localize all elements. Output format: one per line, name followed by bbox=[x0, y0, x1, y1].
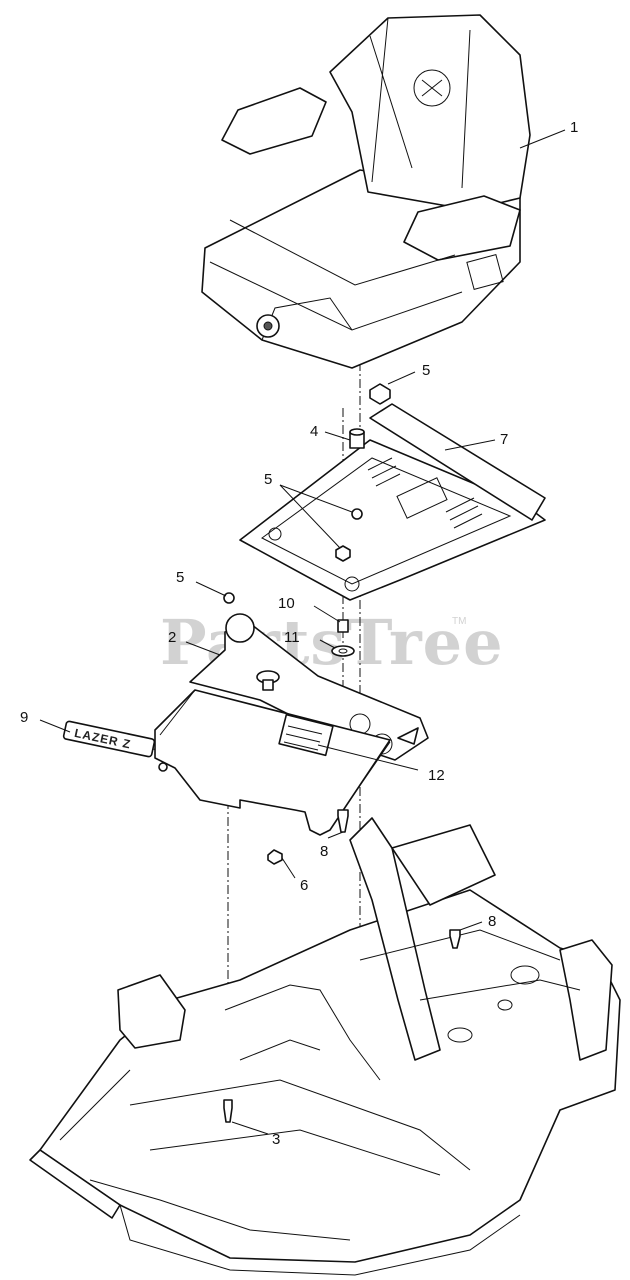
frame-front-bar bbox=[29, 1149, 121, 1219]
seat-back bbox=[329, 14, 531, 211]
callout-9: 9 bbox=[20, 709, 28, 726]
seat-plate bbox=[239, 403, 546, 601]
decal-part: LAZER Z bbox=[62, 720, 156, 758]
bolt-front bbox=[267, 849, 283, 865]
bolt-bottom bbox=[223, 1099, 233, 1123]
callout-2: 2 bbox=[168, 629, 176, 646]
callout-5-top: 5 bbox=[422, 362, 430, 379]
frame-top-tray bbox=[391, 824, 496, 906]
screw-shroud bbox=[337, 809, 349, 833]
frame-left-block bbox=[117, 974, 186, 1049]
frame-main bbox=[39, 889, 621, 1263]
nut-left bbox=[223, 592, 235, 604]
frame-upright bbox=[349, 817, 441, 1061]
frame-right-bracket bbox=[559, 939, 613, 1061]
seat-plate-vents bbox=[367, 457, 483, 529]
frame bbox=[29, 817, 621, 1276]
callout-5-left: 5 bbox=[176, 569, 184, 586]
callout-7: 7 bbox=[500, 431, 508, 448]
callout-12: 12 bbox=[428, 767, 445, 784]
seat-plate-rail bbox=[369, 403, 546, 521]
callout-8-shroud: 8 bbox=[320, 843, 328, 860]
nut-mid bbox=[335, 545, 351, 562]
callout-11: 11 bbox=[284, 629, 300, 646]
leaders bbox=[39, 129, 566, 1135]
seat-plate-body bbox=[239, 439, 546, 601]
hardware-middle bbox=[223, 592, 355, 865]
washer bbox=[331, 645, 355, 657]
bolt-stack bbox=[337, 619, 349, 633]
watermark-tm: TM bbox=[452, 616, 466, 627]
callout-3: 3 bbox=[272, 1131, 280, 1148]
callout-5-plate: 5 bbox=[264, 471, 272, 488]
nut-top bbox=[369, 383, 391, 405]
nut-plate bbox=[351, 508, 363, 520]
seat-logo bbox=[413, 69, 451, 107]
hardware-upper bbox=[335, 383, 391, 562]
callout-10: 10 bbox=[278, 595, 295, 612]
seat-plate-cutout bbox=[396, 477, 448, 519]
seat bbox=[201, 14, 531, 369]
callout-1: 1 bbox=[570, 119, 578, 136]
callouts: 1 5 4 7 5 5 10 11 2 9 12 8 6 8 3 bbox=[20, 119, 578, 1148]
callout-6: 6 bbox=[300, 877, 308, 894]
seat-armrest-left bbox=[221, 87, 327, 155]
callout-8-frame: 8 bbox=[488, 913, 496, 930]
callout-4: 4 bbox=[310, 423, 318, 440]
